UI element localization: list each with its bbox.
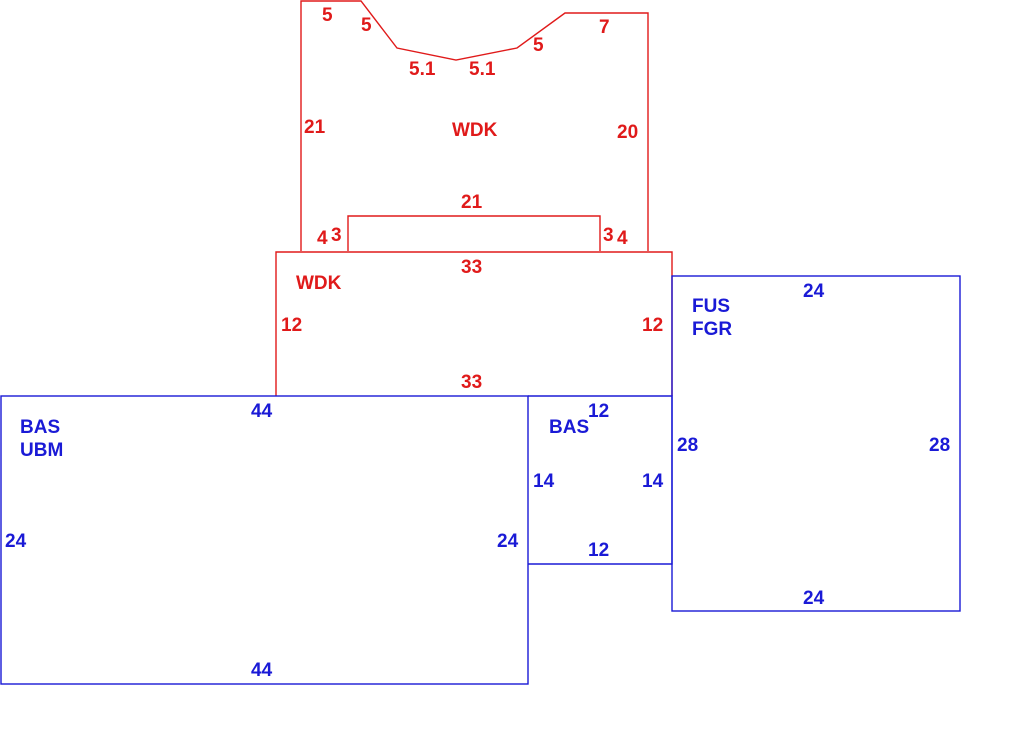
dim-inner-left-a: 4 — [317, 228, 328, 249]
dim-left: 21 — [304, 117, 326, 138]
dim-slope-right-upper: 5 — [533, 35, 544, 56]
dim-small-left: 14 — [533, 471, 555, 492]
dim-small-right: 14 — [642, 471, 664, 492]
area-code-main-1: BAS — [20, 417, 60, 438]
dim-right: 20 — [617, 122, 638, 143]
dim-lower-deck-left: 12 — [281, 315, 302, 336]
dim-inner-right-a: 3 — [603, 225, 614, 246]
dim-main-left: 24 — [5, 531, 27, 552]
dim-slope-left-lower: 5.1 — [409, 59, 436, 80]
lower-deck: 33 WDK 12 12 33 — [275, 251, 673, 396]
garage-outline — [671, 275, 961, 612]
dim-top-left: 5 — [322, 5, 333, 26]
main-building-outline — [0, 395, 529, 685]
upper-deck-inner-step — [347, 215, 601, 251]
dim-slope-right-lower: 5.1 — [469, 59, 496, 80]
dim-garage-left: 28 — [677, 435, 698, 456]
dim-small-top: 12 — [588, 401, 609, 422]
area-code-garage-2: FGR — [692, 319, 732, 340]
dim-main-bottom: 44 — [251, 660, 273, 681]
dim-inner-right-b: 4 — [617, 228, 628, 249]
area-code-main-2: UBM — [20, 440, 63, 461]
dim-main-right: 24 — [497, 531, 519, 552]
dim-main-top: 44 — [251, 401, 273, 422]
dim-lower-deck-right: 12 — [642, 315, 663, 336]
small-building: 12 BAS 14 14 12 — [528, 395, 673, 565]
area-code-garage-1: FUS — [692, 296, 730, 317]
upper-deck-outline — [300, 0, 649, 251]
dim-garage-top: 24 — [803, 281, 825, 302]
dim-slope-left-upper: 5 — [361, 15, 372, 36]
area-code-lower-deck: WDK — [296, 273, 342, 294]
area-code-upper-deck: WDK — [452, 120, 498, 141]
dim-inner-top: 21 — [461, 192, 483, 213]
garage: 24 FUS FGR 28 28 24 — [671, 275, 961, 612]
upper-deck: 5 5 5.1 5.1 5 7 21 20 WDK 21 4 3 3 4 — [300, 0, 649, 251]
dim-small-bottom: 12 — [588, 540, 609, 561]
dim-top-right: 7 — [599, 17, 610, 38]
dim-inner-left-b: 3 — [331, 225, 342, 246]
dim-lower-deck-top: 33 — [461, 257, 482, 278]
dim-garage-right: 28 — [929, 435, 950, 456]
area-code-small: BAS — [549, 417, 589, 438]
dim-lower-deck-bottom: 33 — [461, 372, 482, 393]
dim-garage-bottom: 24 — [803, 588, 825, 609]
main-building: 44 BAS UBM 24 24 44 — [0, 395, 529, 685]
